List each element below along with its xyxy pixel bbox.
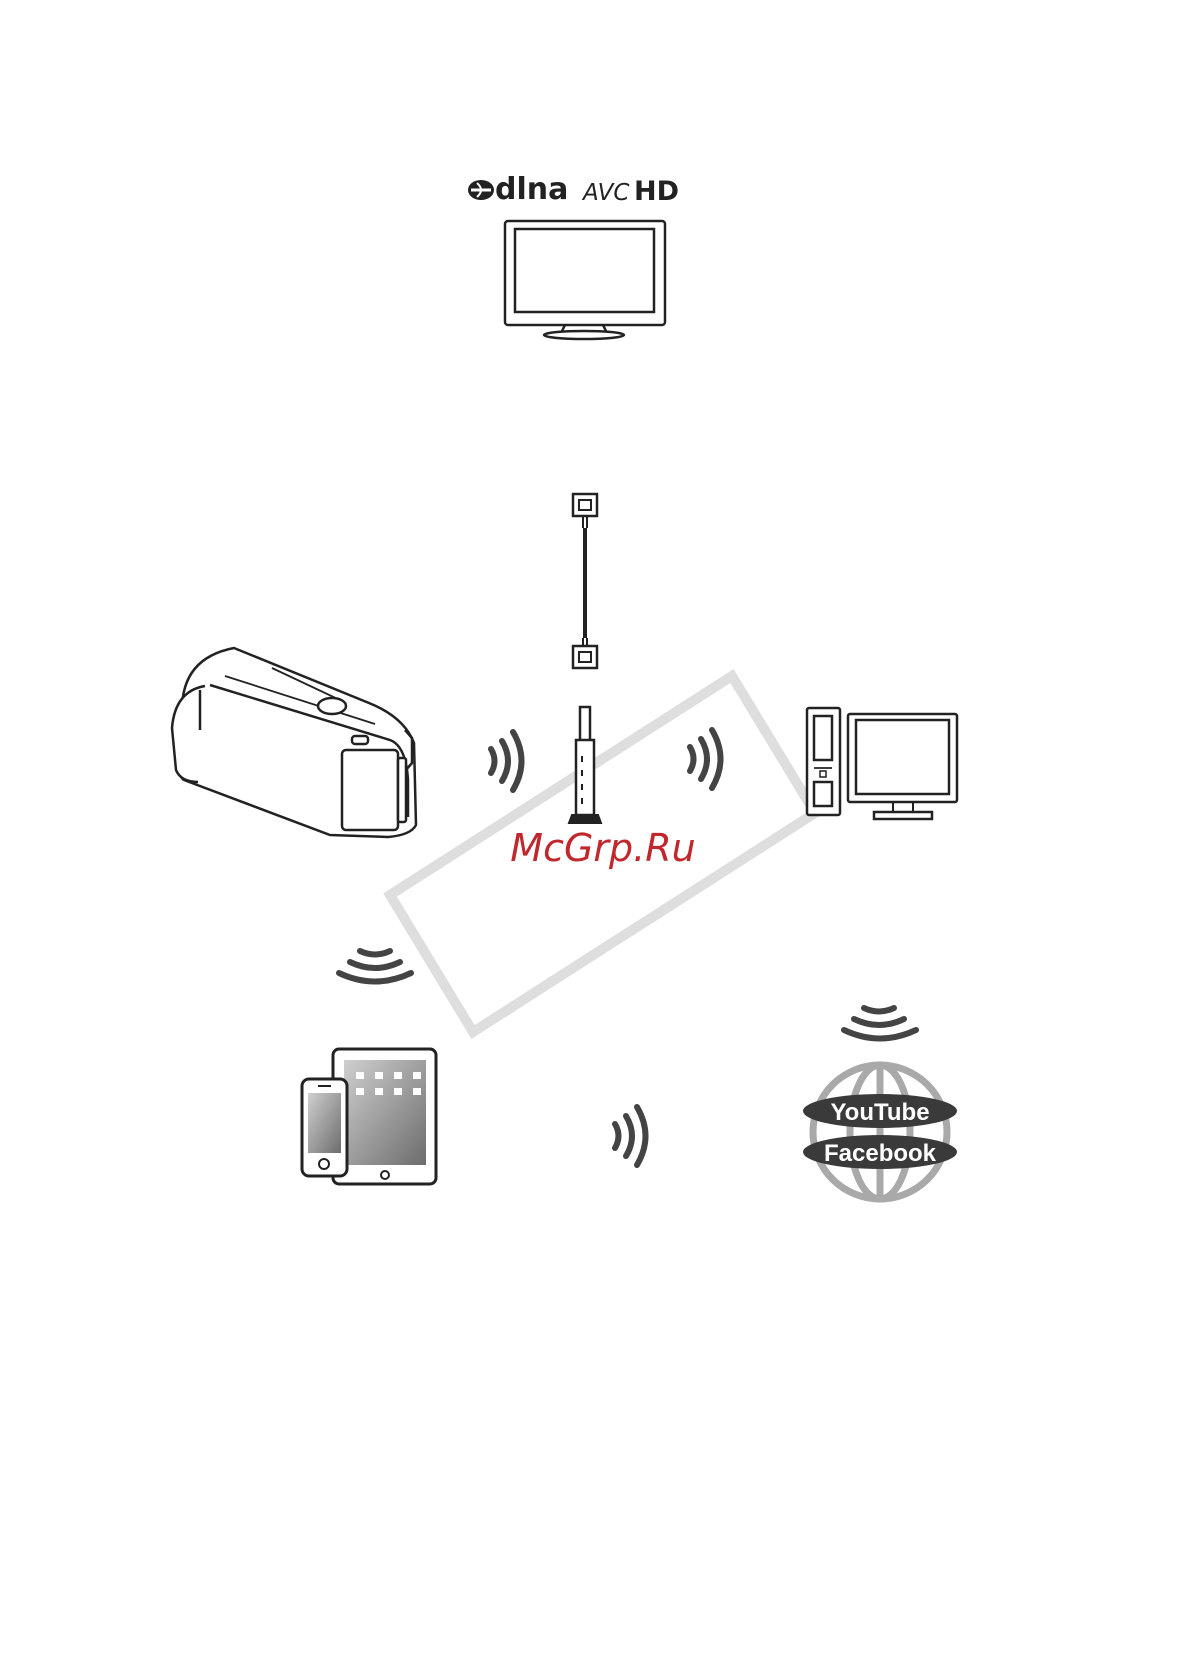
dlna-logo: dlna [468,172,568,207]
facebook-badge: Facebook [803,1135,957,1169]
wifi-signal-icon [615,1107,646,1165]
avchd-logo-prefix: AVC [581,180,629,206]
avchd-logo: AVC HD [581,176,679,207]
wifi-signal-icon [690,730,721,788]
desktop-computer-icon [807,708,957,819]
tv-icon [505,221,665,339]
youtube-label: YouTube [830,1099,929,1126]
avchd-logo-suffix: HD [634,176,679,207]
facebook-label: Facebook [824,1140,937,1167]
camcorder-icon [172,648,416,837]
ethernet-cable-icon [573,494,597,668]
watermark-text: McGrp.Ru [510,826,695,870]
dlna-emblem-icon [468,180,494,200]
wifi-signal-icon [339,951,411,982]
wifi-signal-icon [844,1008,916,1039]
wifi-signal-icon [491,732,522,790]
smartphone-icon [302,1079,347,1176]
globe-icon [813,1065,947,1199]
dlna-logo-text: dlna [495,172,568,207]
youtube-badge: YouTube [803,1094,957,1128]
